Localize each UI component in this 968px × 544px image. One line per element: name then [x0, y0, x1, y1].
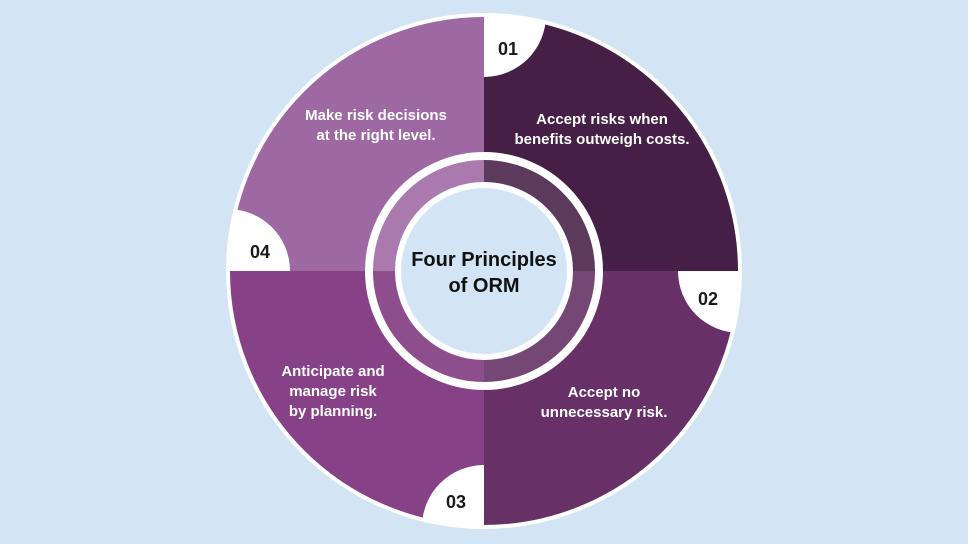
number-tabs: [228, 15, 740, 527]
number-tab-04: [228, 209, 290, 271]
principle-03-line-3: by planning.: [289, 403, 377, 420]
principle-01-line-2: benefits outweigh costs.: [514, 131, 689, 148]
center-title-line-2: of ORM: [448, 275, 519, 297]
number-tab-03: [422, 465, 484, 527]
principle-number-02: 02: [698, 289, 718, 309]
principle-03-line-2: manage risk: [289, 383, 377, 400]
number-tab-02: [678, 271, 740, 333]
center-title-line-1: Four Principles: [411, 249, 557, 271]
principle-02-line-2: unnecessary risk.: [541, 404, 668, 421]
principle-04-line-2: at the right level.: [316, 127, 435, 144]
number-tab-01: [484, 15, 546, 77]
principle-03-line-1: Anticipate and: [281, 363, 384, 380]
principle-number-01: 01: [498, 39, 518, 59]
principle-number-04: 04: [250, 242, 270, 262]
principle-01-line-1: Accept risks when: [536, 111, 668, 128]
inner-ring-outline: [365, 152, 603, 390]
center-hub: [395, 182, 573, 360]
principle-number-03: 03: [446, 492, 466, 512]
principle-04-line-1: Make risk decisions: [305, 107, 447, 124]
outer-outline: [226, 13, 742, 529]
principle-02-line-1: Accept no: [568, 384, 641, 401]
